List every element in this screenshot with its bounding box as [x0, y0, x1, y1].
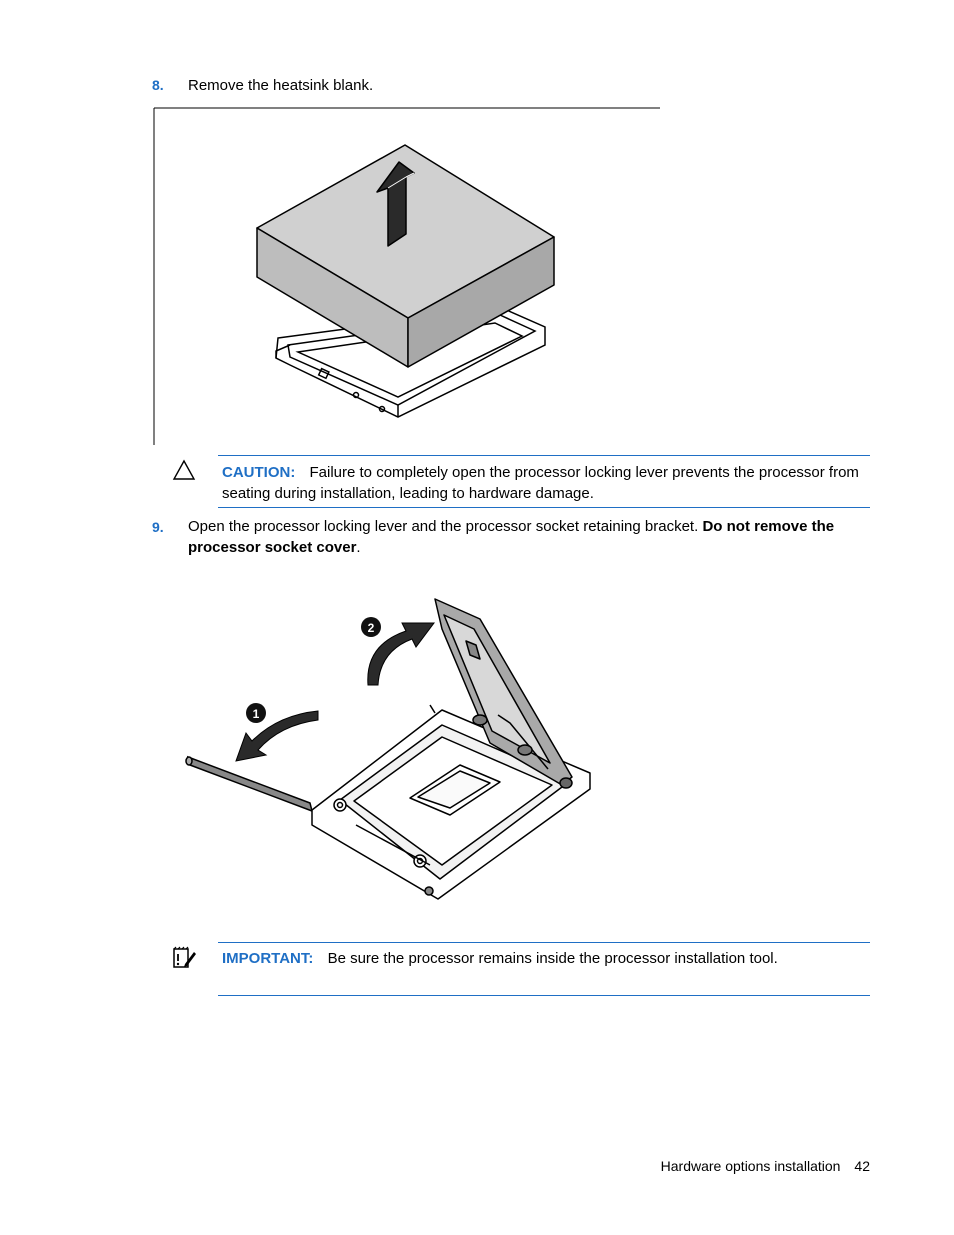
arrow-2-icon: [367, 622, 435, 686]
step-text-bold: Do not remove the processor socket cover: [188, 518, 835, 556]
arrow-1-icon: [235, 710, 319, 762]
callout-1-icon: 1: [246, 703, 266, 723]
step-text-end: .: [356, 539, 361, 556]
step-number: 8.: [152, 77, 164, 93]
caution-label: CAUTION:: [222, 464, 296, 481]
step-text-plain: Open the processor locking lever and the…: [188, 518, 703, 535]
important-notice: IMPORTANT: Be sure the processor remains…: [218, 942, 870, 996]
caution-text: Failure to completely open the processor…: [222, 464, 859, 502]
socket-base: [311, 704, 591, 900]
caution-triangle-icon: [172, 459, 196, 486]
step-number: 9.: [152, 519, 164, 535]
page-footer: Hardware options installation 42: [661, 1158, 870, 1174]
processor-socket-figure: 1 2: [185, 598, 591, 900]
callout-2-label: 2: [368, 621, 375, 635]
caution-notice: CAUTION: Failure to completely open the …: [218, 455, 870, 508]
retaining-bracket: [434, 598, 573, 789]
callout-1-label: 1: [253, 707, 260, 721]
heatsink-blank-figure: [153, 107, 660, 445]
step-text: Remove the heatsink blank.: [188, 77, 374, 94]
callout-2-icon: 2: [361, 617, 381, 637]
page-number: 42: [854, 1158, 870, 1174]
footer-section: Hardware options installation: [660, 1158, 841, 1174]
important-label: IMPORTANT:: [222, 950, 314, 967]
locking-lever: [185, 755, 314, 813]
important-pad-icon: [171, 946, 197, 975]
important-text: Be sure the processor remains inside the…: [327, 950, 778, 967]
step-text: Open the processor locking lever and the…: [188, 516, 858, 558]
lift-arrow-icon: [376, 161, 415, 247]
